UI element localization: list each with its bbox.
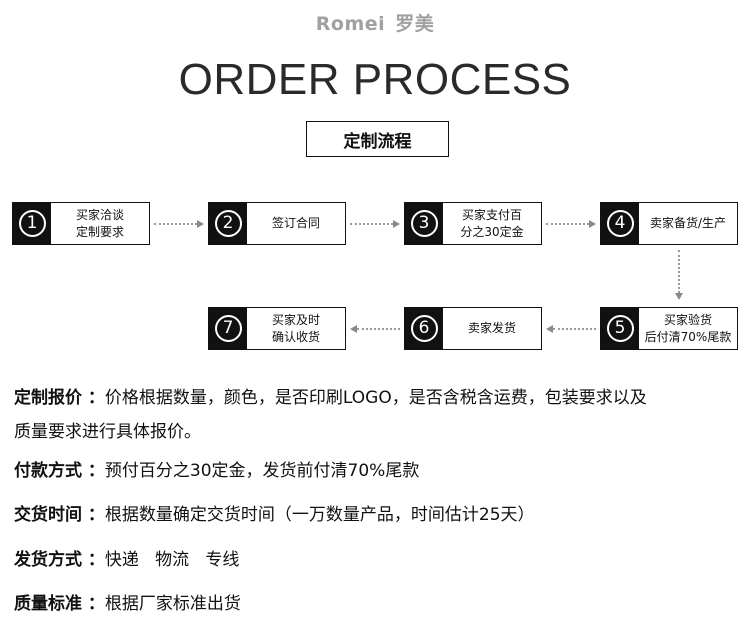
info-key: 发货方式 ： — [14, 550, 105, 570]
section-subtitle: 定制流程 — [306, 121, 449, 157]
brand-latin: Romei — [315, 13, 386, 35]
step-3: 3 买家支付百分之30定金 — [404, 202, 542, 245]
info-value: 质量要求进行具体报价。 — [14, 422, 201, 442]
circled-number: 2 — [214, 210, 242, 237]
step-label: 签订合同 — [247, 203, 345, 244]
step-label-line: 买家及时 — [271, 312, 320, 327]
step-number-badge: 6 — [405, 308, 443, 349]
step-number-badge: 3 — [405, 203, 443, 244]
step-number-badge: 4 — [601, 203, 639, 244]
info-value: 根据厂家标准出货 — [104, 594, 241, 614]
info-key: 交货时间 ： — [14, 505, 105, 525]
info-key: 定制报价 ： — [14, 388, 105, 408]
step-label-line: 定制要求 — [75, 224, 124, 239]
arrow-left — [350, 324, 400, 334]
circled-number: 1 — [18, 210, 46, 237]
step-label: 买家支付百分之30定金 — [443, 203, 541, 244]
info-custom-quote: 定制报价 ：价格根据数量，颜色，是否印刷LOGO，是否含税含运费，包装要求以及 … — [14, 381, 744, 449]
step-label: 买家验货后付清70%尾款 — [639, 308, 737, 349]
step-label-line: 买家支付百 — [461, 207, 522, 222]
step-label-line: 分之30定金 — [460, 224, 524, 239]
info-value: 快递 物流 专线 — [104, 550, 240, 570]
step-label-line: 确认收货 — [271, 329, 320, 344]
info-value: 价格根据数量，颜色，是否印刷LOGO，是否含税含运费，包装要求以及 — [104, 388, 647, 408]
info-key: 质量标准 ： — [14, 594, 105, 614]
arrow-down — [674, 250, 684, 300]
circled-number: 4 — [606, 210, 634, 237]
info-payment: 付款方式 ：预付百分之30定金，发货前付清70%尾款 — [14, 454, 744, 488]
circled-number: 6 — [410, 315, 438, 342]
page-title: ORDER PROCESS — [178, 55, 572, 104]
step-number-badge: 7 — [209, 308, 247, 349]
step-4: 4 卖家备货/生产 — [600, 202, 738, 245]
step-1: 1 买家洽谈定制要求 — [12, 202, 150, 245]
info-value: 根据数量确定交货时间（一万数量产品，时间估计25天） — [104, 505, 535, 525]
step-label-line: 买家洽谈 — [75, 207, 124, 222]
step-7: 7 买家及时确认收货 — [208, 307, 346, 350]
arrow-left — [546, 324, 596, 334]
step-label-line: 后付清70%尾款 — [644, 329, 732, 344]
brand-logo: Romei 罗美 — [0, 9, 750, 36]
step-number-badge: 2 — [209, 203, 247, 244]
arrow-right — [350, 219, 400, 229]
step-2: 2 签订合同 — [208, 202, 346, 245]
step-label: 卖家发货 — [443, 308, 541, 349]
info-delivery-time: 交货时间 ：根据数量确定交货时间（一万数量产品，时间估计25天） — [14, 498, 744, 532]
step-5: 5 买家验货后付清70%尾款 — [600, 307, 738, 350]
info-key: 付款方式 ： — [14, 461, 105, 481]
arrow-right — [154, 219, 204, 229]
step-6: 6 卖家发货 — [404, 307, 542, 350]
arrow-right — [546, 219, 596, 229]
step-label-line: 卖家备货/生产 — [649, 216, 727, 230]
brand-chinese: 罗美 — [395, 13, 435, 35]
step-label-line: 买家验货 — [663, 312, 712, 327]
info-value: 预付百分之30定金，发货前付清70%尾款 — [104, 461, 420, 481]
step-label: 卖家备货/生产 — [639, 203, 737, 244]
step-label-line: 签订合同 — [271, 216, 320, 230]
circled-number: 7 — [214, 315, 242, 342]
circled-number: 5 — [606, 315, 634, 342]
info-quality: 质量标准 ：根据厂家标准出货 — [14, 587, 744, 621]
step-label: 买家及时确认收货 — [247, 308, 345, 349]
step-label: 买家洽谈定制要求 — [51, 203, 149, 244]
step-label-line: 卖家发货 — [467, 321, 516, 335]
step-number-badge: 5 — [601, 308, 639, 349]
step-number-badge: 1 — [13, 203, 51, 244]
circled-number: 3 — [410, 210, 438, 237]
info-shipping: 发货方式 ：快递 物流 专线 — [14, 543, 744, 577]
